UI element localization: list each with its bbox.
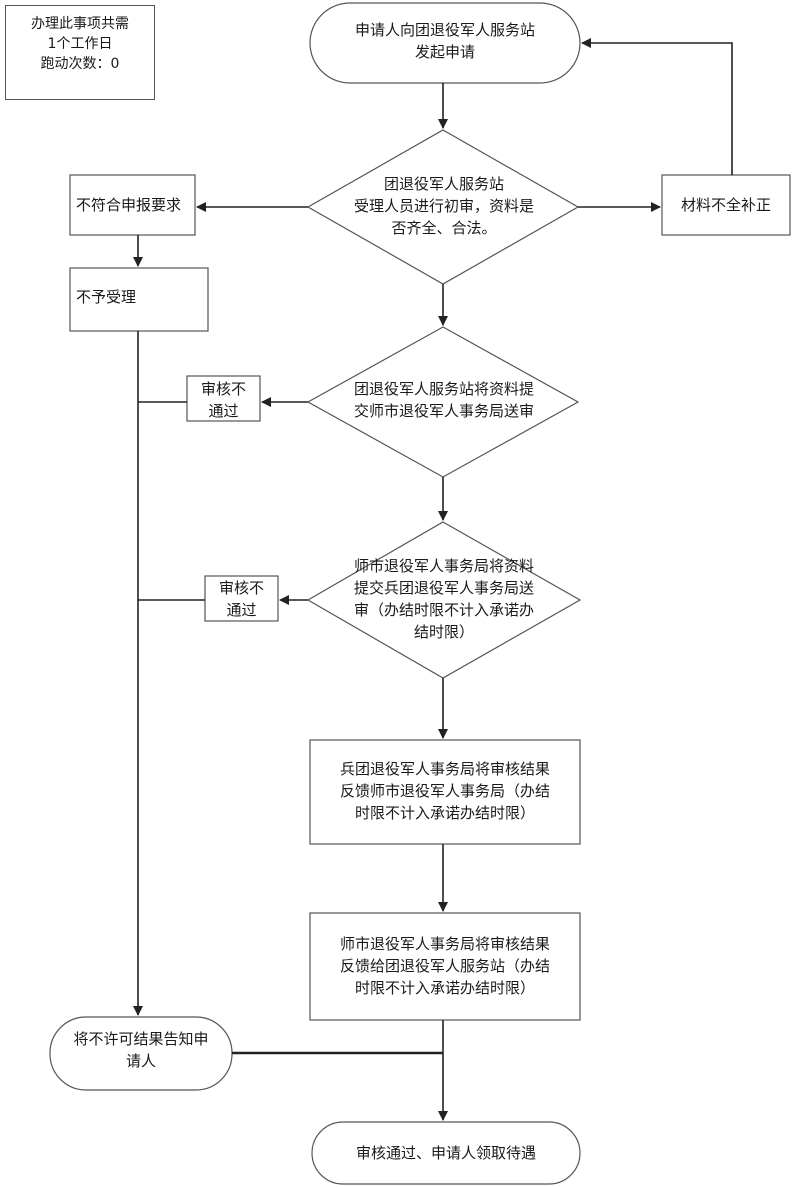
- feedback1-label: 兵团退役军人事务局将审核结果 反馈师市退役军人事务局（办结 时限不计入承诺办结时…: [339, 760, 550, 822]
- fail1-label: 审核不 通过: [200, 380, 246, 420]
- info-line2: 1个工作日: [47, 36, 113, 52]
- review1-label: 团退役军人服务站 受理人员进行初审，资料是 否齐全、合法。: [353, 175, 534, 237]
- not-accept-label: 不予受理: [76, 288, 137, 306]
- feedback2-box-shape: [309, 912, 581, 1021]
- supplement-label: 材料不全补正: [680, 196, 771, 214]
- info-line3: 跑动次数：0: [40, 56, 120, 72]
- fail1-box-shape: [186, 375, 261, 422]
- end-terminal-shape: [311, 1121, 581, 1185]
- not-meet-box-shape: [69, 174, 196, 236]
- arrow-supplement-to-start: [581, 38, 733, 175]
- feedback1-box-shape: [309, 739, 581, 845]
- not-accept-box-shape: [69, 267, 209, 332]
- review2-label: 团退役军人服务站将资料提 交师市退役军人事务局送审: [353, 380, 534, 420]
- info-box: 办理此事项共需 1个工作日 跑动次数：0: [5, 5, 155, 100]
- info-line1: 办理此事项共需: [31, 16, 129, 32]
- feedback2-label: 师市退役军人事务局将审核结果 反馈给团退役军人服务站（办结 时限不计入承诺办结时…: [339, 935, 550, 997]
- start-node-label: 申请人向团退役军人服务站 发起申请: [354, 21, 535, 61]
- review3-label: 师市退役军人事务局将资料 提交兵团退役军人事务局送 审（办结时限不计入承诺办 结…: [353, 557, 534, 641]
- notify-label: 将不许可结果告知申 请人: [73, 1030, 209, 1070]
- end-node-label: 审核通过、申请人领取待遇: [355, 1144, 536, 1162]
- not-meet-label: 不符合申报要求: [76, 196, 182, 214]
- fail2-label: 审核不 通过: [218, 579, 264, 619]
- fail2-box-shape: [204, 575, 279, 622]
- start-terminal-shape: [309, 2, 581, 84]
- supplement-box-shape: [661, 174, 791, 236]
